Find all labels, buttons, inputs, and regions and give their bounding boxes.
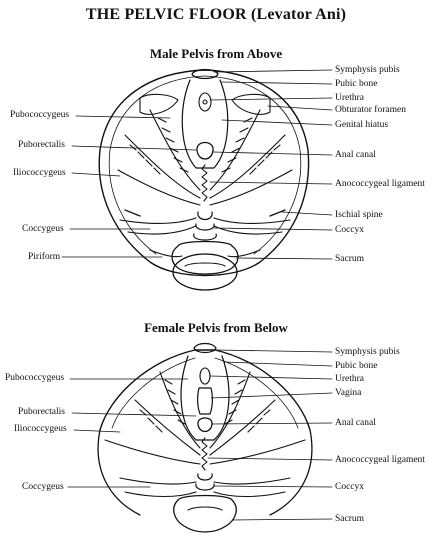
- male-label-anococcygeal-ligament: Anococcygeal ligament: [335, 179, 425, 189]
- male-anal-canal: [196, 141, 214, 160]
- male-obturator-right: [231, 93, 271, 115]
- male-label-piriform: Piriform: [28, 252, 61, 262]
- female-pubic-arch: [99, 349, 311, 431]
- male-label-coccyx: Coccyx: [335, 225, 365, 235]
- female-leader-lines: [67, 349, 333, 521]
- female-anococcygeal-ligament: [201, 437, 208, 471]
- male-sacrum: [171, 240, 239, 275]
- male-label-anal-canal: Anal canal: [335, 150, 376, 160]
- female-heading: Female Pelvis from Below: [144, 320, 288, 335]
- female-label-symphysis-pubis: Symphysis pubis: [335, 347, 400, 357]
- female-symphysis: [193, 342, 217, 354]
- female-label-coccyx: Coccyx: [335, 482, 365, 492]
- female-label-pubic-bone: Pubic bone: [335, 361, 378, 371]
- male-label-symphysis-pubis: Symphysis pubis: [335, 65, 400, 75]
- female-label-iliococcygeus: Iliococcygeus: [14, 424, 67, 434]
- male-label-puborectalis: Puborectalis: [18, 140, 65, 150]
- male-urethra: [198, 92, 212, 112]
- female-sacrum: [173, 494, 237, 533]
- female-label-anococcygeal-ligament: Anococcygeal ligament: [335, 455, 425, 465]
- male-label-sacrum: Sacrum: [335, 254, 365, 264]
- female-label-sacrum: Sacrum: [335, 514, 365, 524]
- female-urethra: [199, 367, 211, 385]
- female-anal-canal: [197, 417, 213, 433]
- male-leader-lines: [61, 69, 333, 260]
- male-obturator-left: [139, 93, 179, 115]
- male-label-coccygeus: Coccygeus: [22, 224, 64, 234]
- female-label-pubococcygeus: Pubococcygeus: [5, 373, 65, 383]
- male-heading: Male Pelvis from Above: [149, 46, 283, 61]
- male-pelvis-drawing: [98, 68, 310, 291]
- male-label-pubococcygeus: Pubococcygeus: [10, 110, 70, 120]
- female-label-urethra: Urethra: [335, 374, 365, 384]
- male-label-iliococcygeus: Iliococcygeus: [13, 168, 66, 178]
- female-label-puborectalis: Puborectalis: [18, 407, 65, 417]
- male-anococcygeal-ligament: [201, 164, 208, 202]
- male-label-pubic-bone: Pubic bone: [335, 79, 378, 89]
- female-coccyx: [195, 473, 215, 491]
- female-label-vagina: Vagina: [335, 388, 362, 398]
- female-label-coccygeus: Coccygeus: [22, 482, 64, 492]
- male-symphysis: [191, 68, 219, 80]
- male-coccyx: [193, 211, 217, 241]
- male-label-genital-hiatus: Genital hiatus: [335, 120, 389, 130]
- female-vagina: [197, 387, 213, 415]
- male-label-ischial-spine: Ischial spine: [335, 210, 383, 220]
- male-pelvic-ring: [98, 69, 310, 277]
- female-pelvis-drawing: [97, 342, 313, 533]
- page-title: THE PELVIC FLOOR (Levator Ani): [85, 6, 347, 23]
- male-label-urethra: Urethra: [335, 93, 365, 103]
- female-label-anal-canal: Anal canal: [335, 418, 376, 428]
- male-label-obturator-foramen: Obturator foramen: [335, 105, 406, 115]
